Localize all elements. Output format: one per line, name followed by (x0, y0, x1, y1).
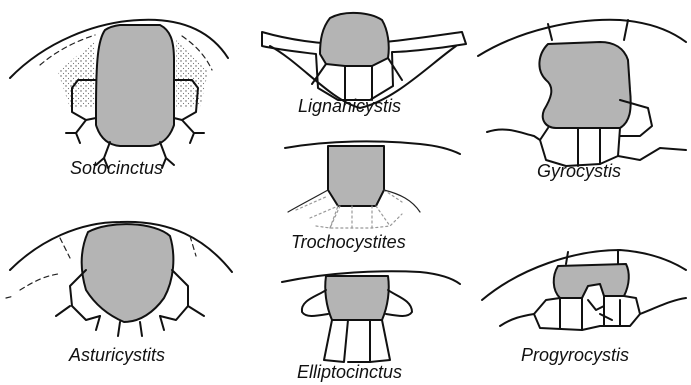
asturicystits-central-plate (82, 224, 174, 322)
trochocystites-drawing (285, 141, 460, 228)
trochocystites-central-plate (328, 146, 384, 206)
label-trochocystites: Trochocystites (291, 232, 406, 253)
gyrocystis-central-plate (539, 42, 630, 128)
lignanicystis-central-plate (320, 13, 389, 66)
label-lignanicystis: Lignanicystis (298, 96, 401, 117)
elliptocinctus-central-plate (325, 276, 389, 320)
asturicystits-drawing (6, 222, 232, 336)
progyrocystis-drawing (482, 250, 686, 330)
label-gyrocystis: Gyrocystis (537, 161, 621, 182)
label-progyrocystis: Progyrocystis (521, 345, 629, 366)
progyrocystis-central-plate (554, 264, 629, 298)
sotocinctus-central-plate (96, 25, 174, 146)
label-sotocinctus: Sotocinctus (70, 158, 163, 179)
elliptocinctus-drawing (282, 271, 460, 362)
lignanicystis-drawing (262, 13, 466, 108)
label-asturicystits: Asturicystits (69, 345, 165, 366)
label-elliptocinctus: Elliptocinctus (297, 362, 402, 383)
sotocinctus-drawing (10, 20, 228, 168)
gyrocystis-drawing (478, 20, 686, 166)
